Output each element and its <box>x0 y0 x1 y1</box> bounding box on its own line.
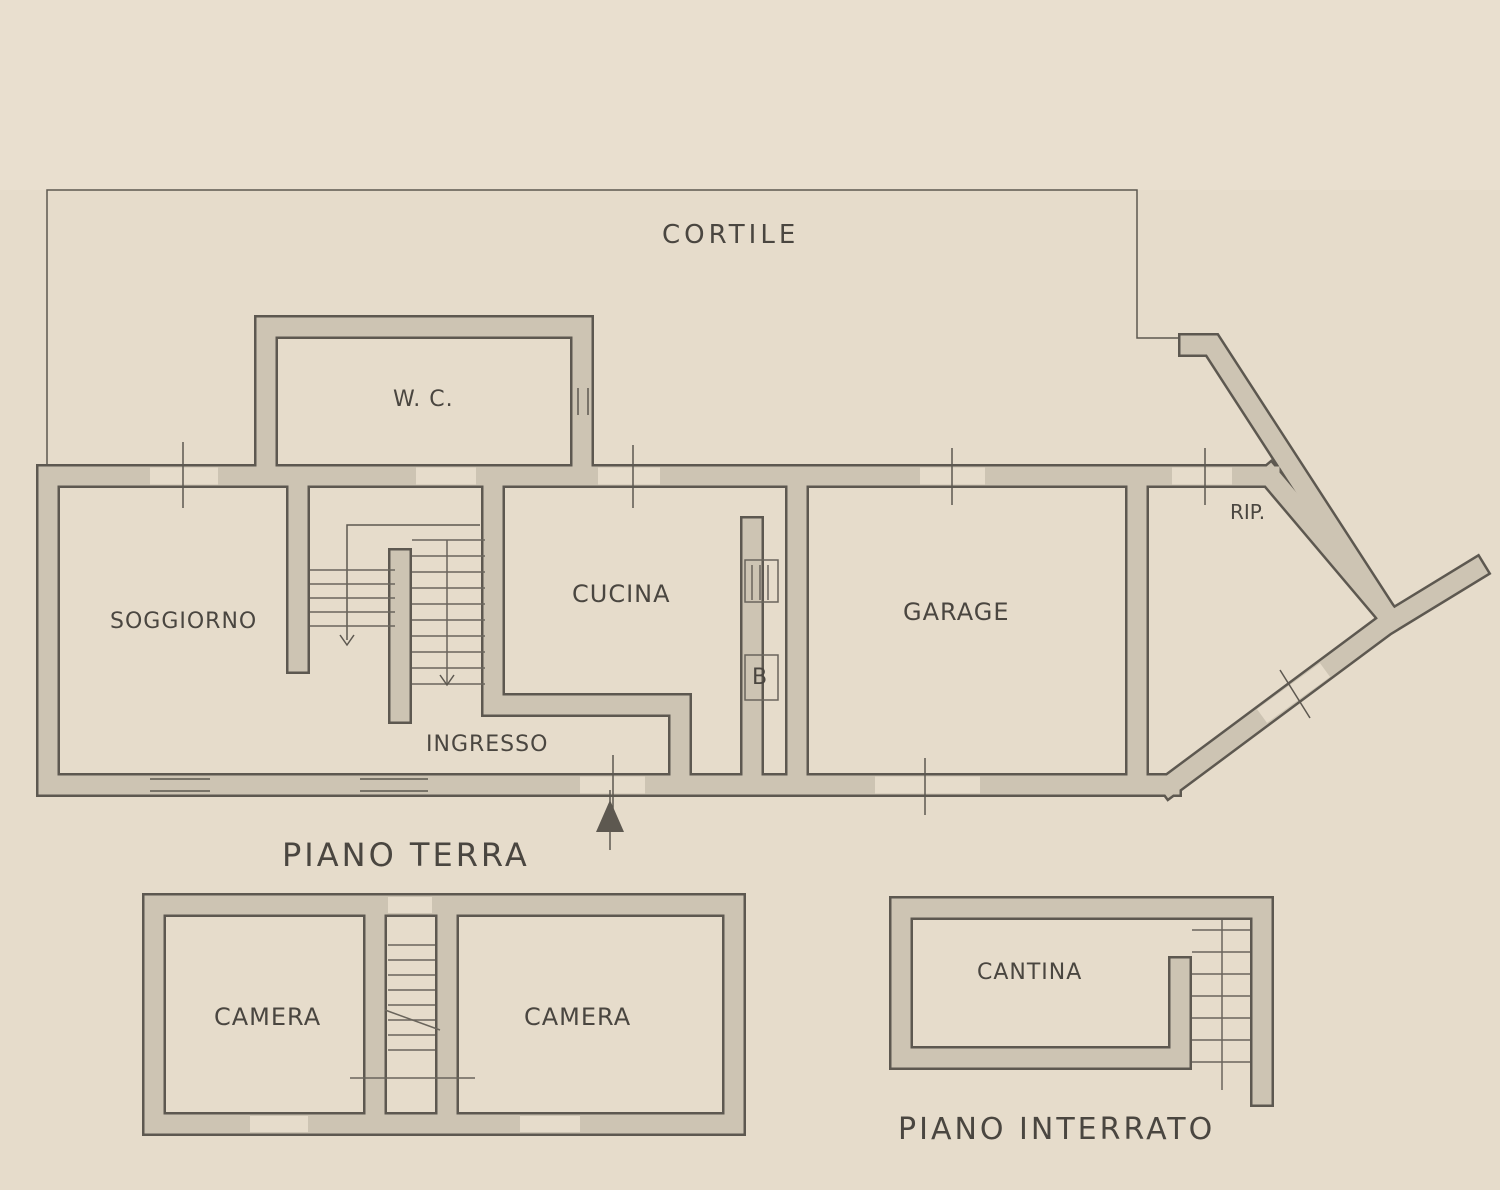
room-label-cellar: CANTINA <box>977 960 1083 985</box>
room-label-bedroom-2: CAMERA <box>524 1003 632 1031</box>
room-label-living: SOGGIORNO <box>110 609 258 634</box>
blank-header-area <box>0 0 1500 190</box>
room-label-garage: GARAGE <box>903 598 1010 626</box>
ground-floor-title: PIANO TERRA <box>282 836 530 874</box>
room-label-entrance: INGRESSO <box>426 732 549 757</box>
room-label-storage: RIP. <box>1230 500 1266 524</box>
ground-floor-stairs <box>310 524 485 687</box>
room-label-wc: W. C. <box>393 387 454 412</box>
basement-title: PIANO INTERRATO <box>898 1112 1216 1147</box>
room-label-bedroom-1: CAMERA <box>214 1003 322 1031</box>
ground-floor-walls <box>36 315 1492 850</box>
basement-walls <box>889 896 1274 1107</box>
room-label-kitchen: CUCINA <box>572 580 671 608</box>
courtyard-label: CORTILE <box>662 220 800 250</box>
upper-floor-walls <box>142 893 746 1136</box>
entrance-arrow-icon <box>596 790 624 850</box>
courtyard-boundary <box>46 189 1182 465</box>
boiler-label: B <box>752 665 769 690</box>
